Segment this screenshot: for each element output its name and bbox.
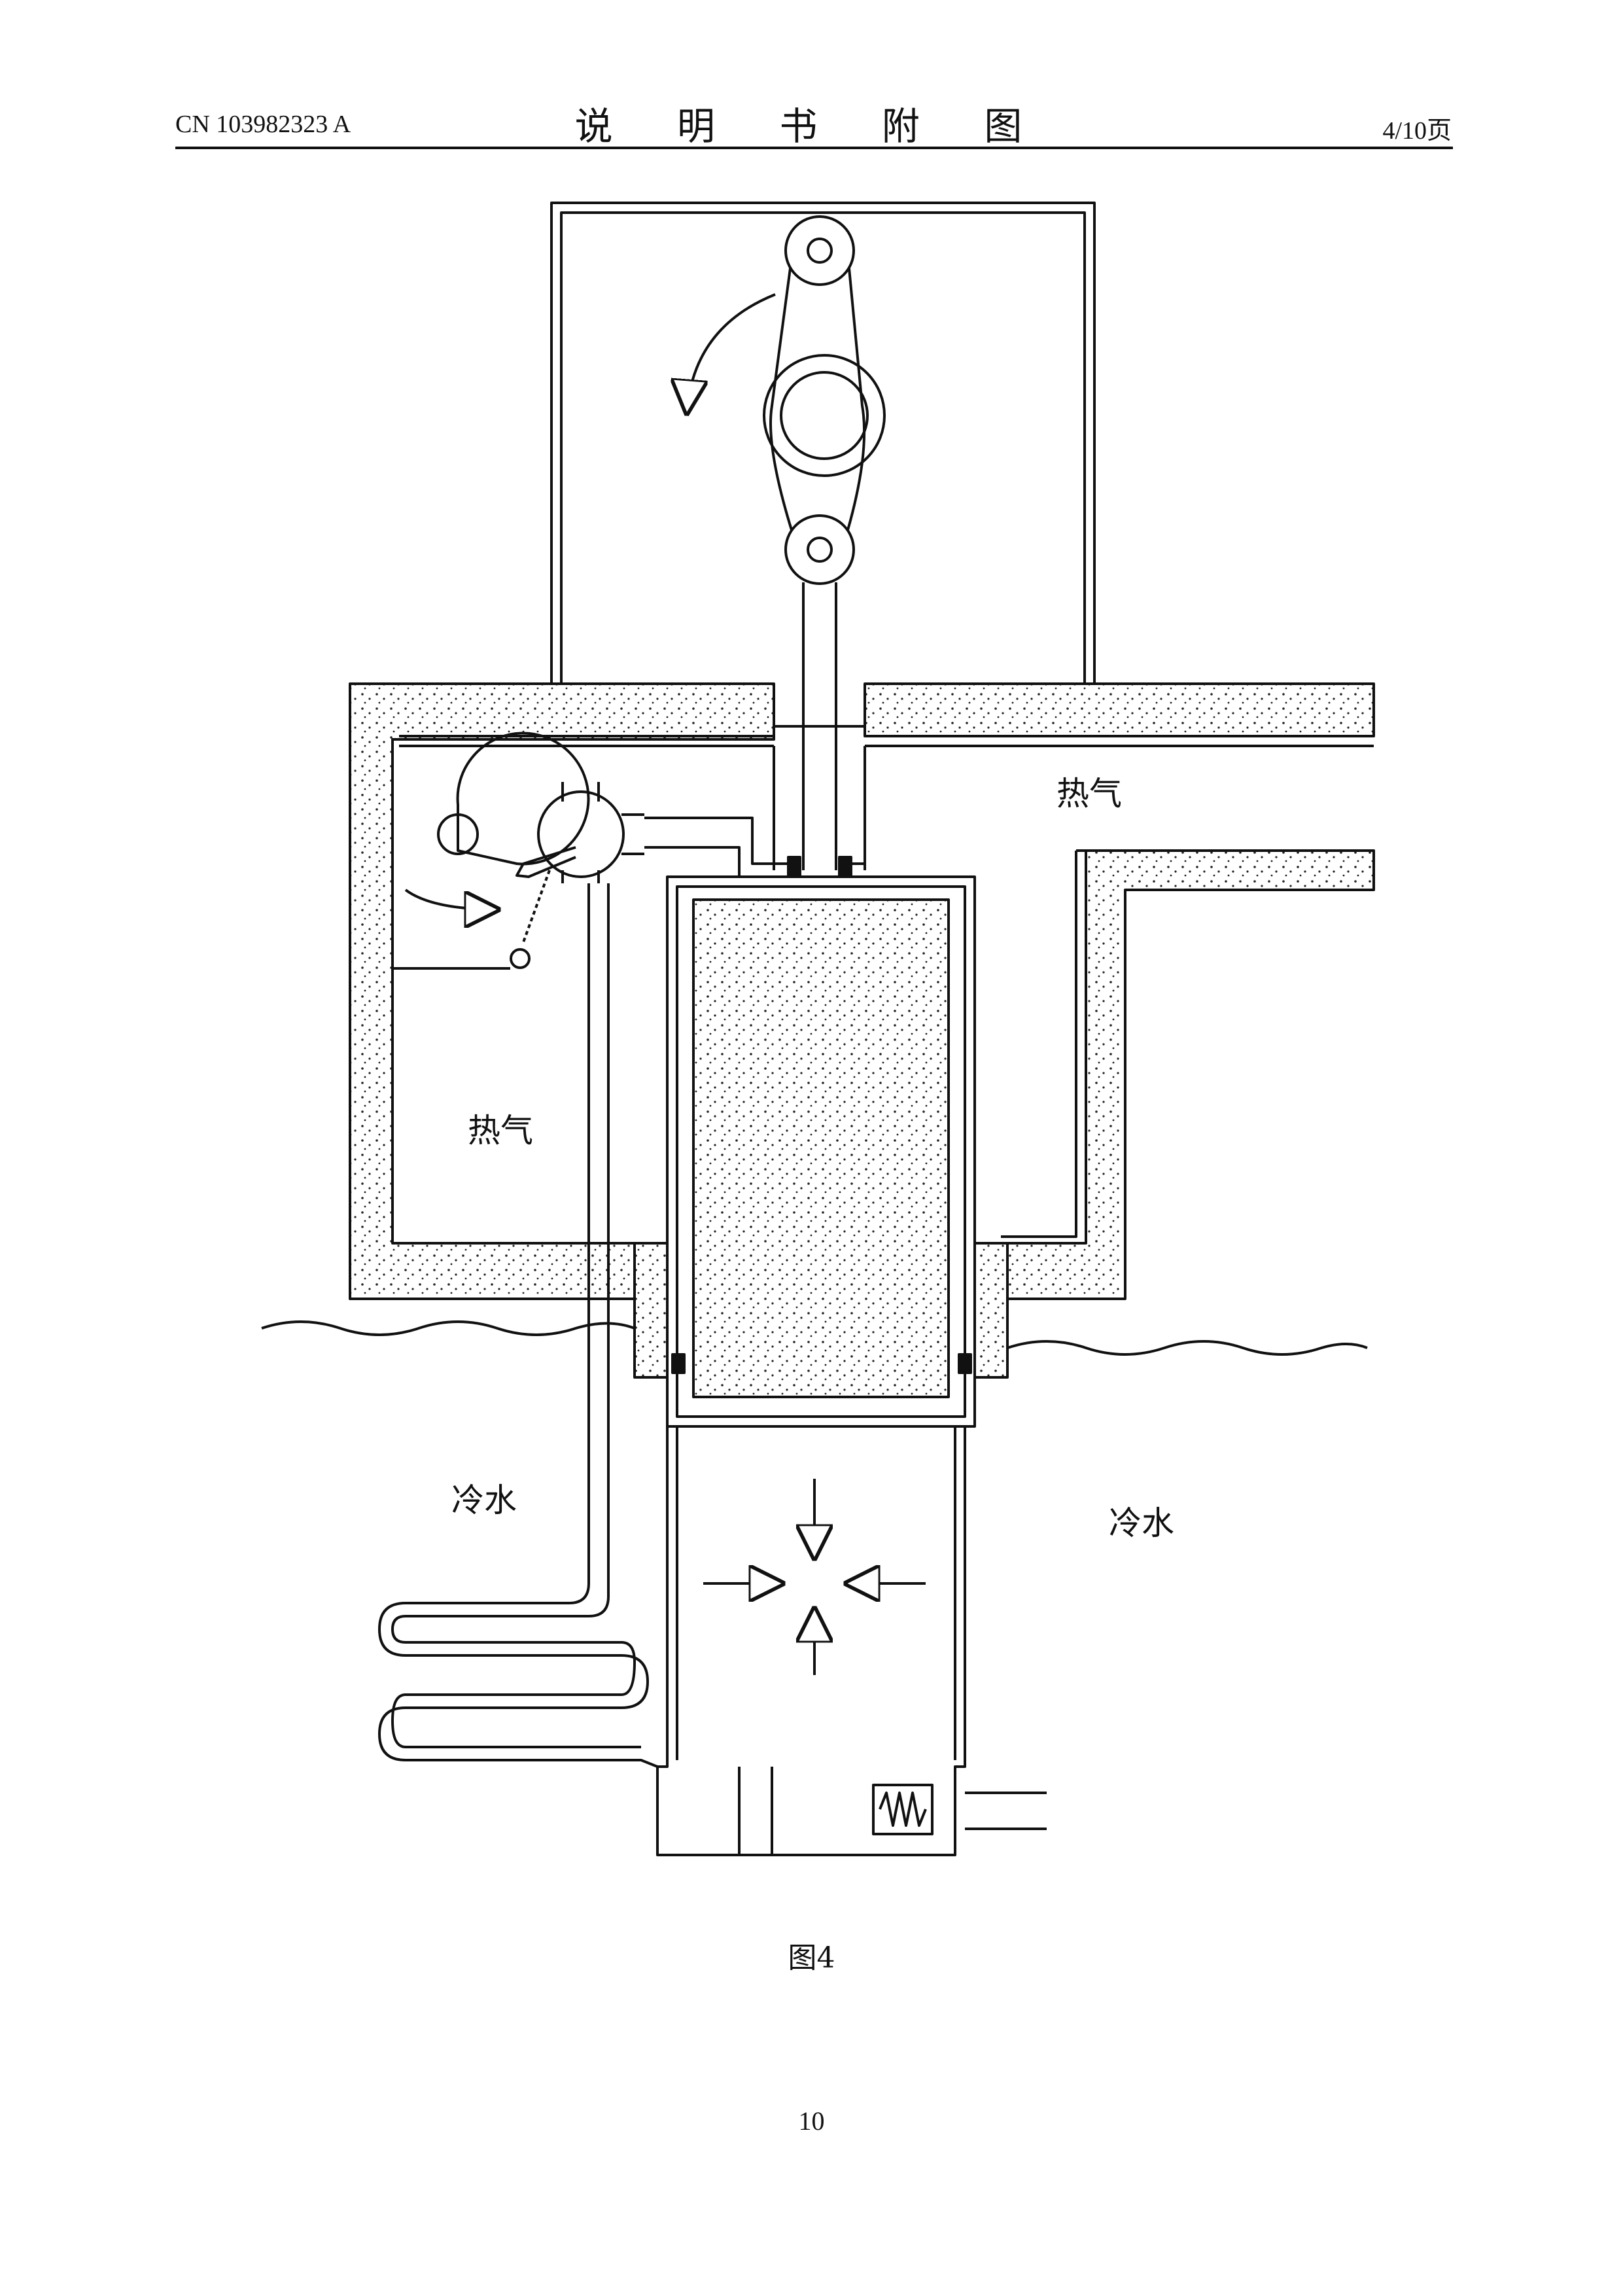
label-cold-water-left: 冷水 (451, 1481, 517, 1519)
flow-arrows (703, 1479, 926, 1675)
page-number: 10 (798, 2106, 825, 2136)
label-hot-gas-left: 热气 (468, 1112, 533, 1150)
figure-caption: 图4 (788, 1941, 835, 1975)
rotation-arrow (687, 293, 776, 412)
doc-number: CN 103982323 A (175, 111, 351, 138)
water-surface (1007, 1340, 1368, 1356)
cooling-coil (378, 1583, 658, 1768)
cylinder (633, 856, 1009, 1856)
upper-housing (550, 202, 1096, 728)
transfer-pipes (587, 817, 866, 1597)
water-surface (261, 1320, 635, 1336)
valve-cam (393, 732, 644, 970)
page-counter: 4/10页 (1382, 117, 1452, 145)
hot-chamber-insulation (349, 682, 1375, 1300)
crank-mechanism (763, 215, 886, 870)
header-rule (175, 147, 1453, 149)
page-title: 说 明 书 附 图 (574, 104, 1049, 149)
outlet-valve (738, 1767, 1047, 1855)
label-hot-gas-right: 热气 (1056, 775, 1122, 813)
label-cold-water-right: 冷水 (1109, 1504, 1174, 1542)
